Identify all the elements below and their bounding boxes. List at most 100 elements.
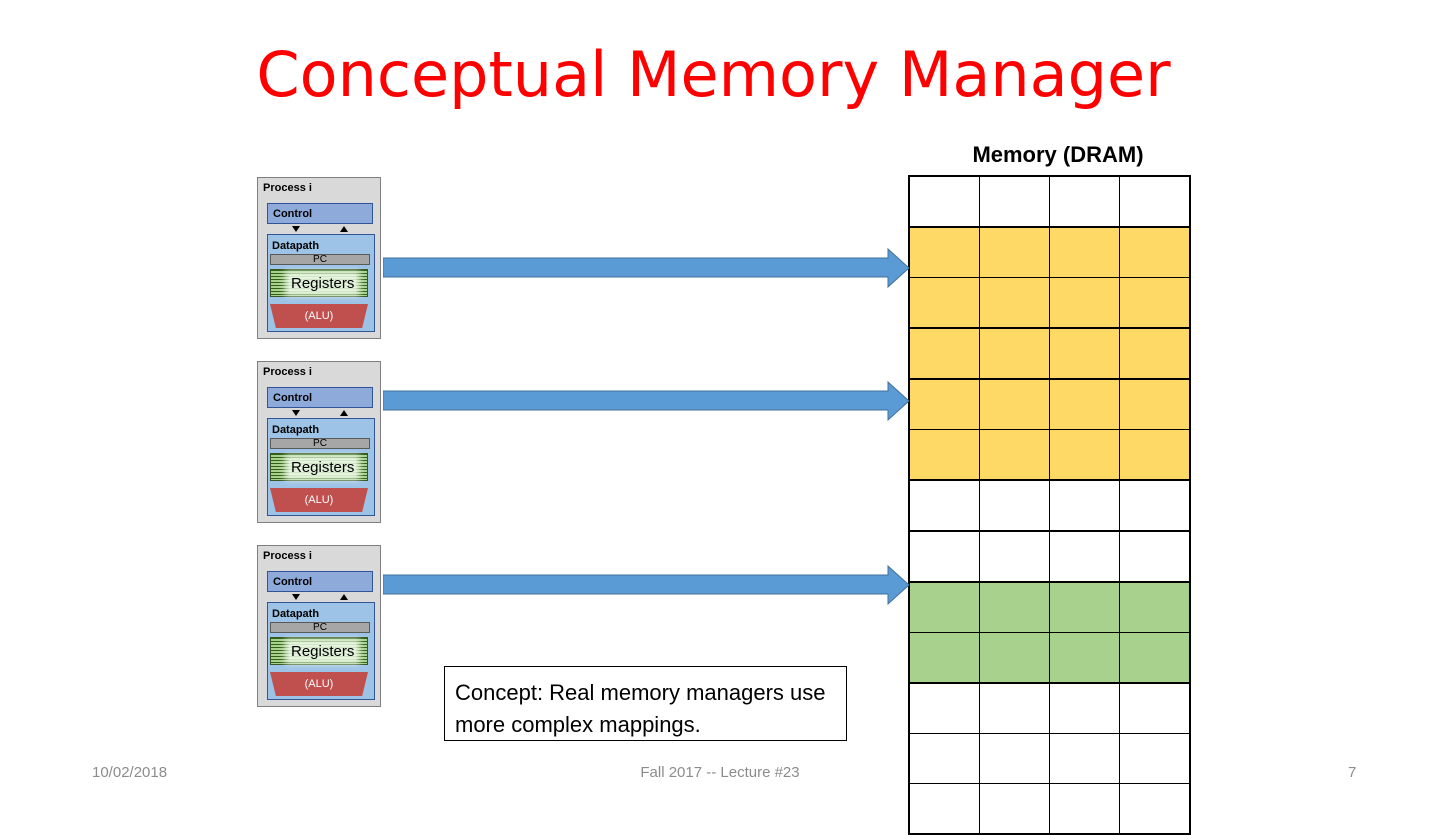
memory-cell-free <box>979 783 1050 835</box>
registers-block: Registers <box>270 637 368 665</box>
memory-cell-free <box>1049 682 1120 734</box>
memory-cell-yellow <box>908 429 980 481</box>
memory-cell-yellow <box>1049 277 1120 329</box>
memory-cell-yellow <box>979 378 1050 430</box>
memory-cell-free <box>908 479 980 532</box>
memory-row <box>908 682 1191 734</box>
mapping-arrow-icon <box>383 248 910 289</box>
process-box: Process i Control Datapath PC Registers … <box>257 545 381 707</box>
footer-course: Fall 2017 -- Lecture #23 <box>640 764 800 781</box>
memory-row <box>908 479 1191 532</box>
memory-cell-free <box>1049 530 1120 583</box>
memory-cell-yellow <box>979 429 1050 481</box>
memory-row <box>908 226 1191 278</box>
memory-row <box>908 378 1191 430</box>
footer-page-number: 7 <box>1348 764 1357 781</box>
memory-cell-yellow <box>1119 378 1191 430</box>
memory-row <box>908 783 1191 835</box>
memory-cell-green <box>908 632 980 684</box>
memory-row <box>908 429 1191 481</box>
memory-cell-free <box>1119 479 1191 532</box>
datapath-label: Datapath <box>272 608 320 620</box>
memory-cell-free <box>1119 733 1191 784</box>
alu-block: (ALU) <box>270 488 368 512</box>
mapping-arrow-icon <box>383 565 910 606</box>
footer-date: 10/02/2018 <box>92 764 168 781</box>
memory-cell-free <box>908 175 980 228</box>
datapath-block: Datapath PC Registers (ALU) <box>267 234 375 332</box>
memory-cell-free <box>1049 783 1120 835</box>
memory-cell-green <box>1119 632 1191 684</box>
memory-cell-green <box>979 581 1050 633</box>
process-box: Process i Control Datapath PC Registers … <box>257 177 381 339</box>
datapath-block: Datapath PC Registers (ALU) <box>267 602 375 700</box>
datapath-block: Datapath PC Registers (ALU) <box>267 418 375 516</box>
memory-cell-yellow <box>1119 226 1191 278</box>
memory-cell-free <box>1049 175 1120 228</box>
memory-cell-yellow <box>979 327 1050 380</box>
memory-row <box>908 632 1191 684</box>
memory-cell-yellow <box>908 327 980 380</box>
memory-cell-yellow <box>1049 226 1120 278</box>
memory-cell-free <box>908 530 980 583</box>
memory-cell-free <box>979 530 1050 583</box>
memory-row <box>908 581 1191 633</box>
memory-title: Memory (DRAM) <box>972 142 1144 167</box>
memory-grid <box>908 175 1191 835</box>
memory-cell-yellow <box>1049 429 1120 481</box>
datapath-label: Datapath <box>272 240 320 252</box>
pc-register: PC <box>270 254 370 265</box>
memory-cell-free <box>1119 530 1191 583</box>
memory-cell-yellow <box>908 378 980 430</box>
memory-cell-free <box>1049 733 1120 784</box>
registers-block: Registers <box>270 269 368 297</box>
arrow-down-icon <box>292 226 300 232</box>
memory-cell-green <box>1049 581 1120 633</box>
pc-register: PC <box>270 438 370 449</box>
memory-cell-green <box>979 632 1050 684</box>
memory-cell-free <box>979 682 1050 734</box>
arrow-up-icon <box>340 226 348 232</box>
memory-row <box>908 733 1191 784</box>
arrow-down-icon <box>292 410 300 416</box>
memory-cell-yellow <box>1119 277 1191 329</box>
memory-cell-free <box>979 479 1050 532</box>
memory-cell-free <box>979 175 1050 228</box>
memory-row <box>908 277 1191 329</box>
memory-cell-yellow <box>1119 429 1191 481</box>
memory-cell-free <box>979 733 1050 784</box>
process-box: Process i Control Datapath PC Registers … <box>257 361 381 523</box>
process-title: Process i <box>263 366 312 378</box>
slide-title: Conceptual Memory Manager <box>256 38 1171 111</box>
alu-block: (ALU) <box>270 672 368 696</box>
memory-cell-green <box>908 581 980 633</box>
memory-cell-yellow <box>1119 327 1191 380</box>
registers-block: Registers <box>270 453 368 481</box>
memory-cell-yellow <box>979 277 1050 329</box>
memory-cell-free <box>1119 783 1191 835</box>
memory-cell-free <box>1119 682 1191 734</box>
memory-row <box>908 530 1191 583</box>
mapping-arrow-icon <box>383 381 910 422</box>
concept-note: Concept: Real memory managers use more c… <box>444 666 847 741</box>
registers-label: Registers <box>289 459 357 476</box>
memory-cell-free <box>1119 175 1191 228</box>
pc-register: PC <box>270 622 370 633</box>
arrow-down-icon <box>292 594 300 600</box>
registers-label: Registers <box>289 275 357 292</box>
memory-row <box>908 327 1191 380</box>
datapath-label: Datapath <box>272 424 320 436</box>
memory-cell-yellow <box>908 226 980 278</box>
control-block: Control <box>267 387 373 408</box>
process-title: Process i <box>263 182 312 194</box>
memory-cell-yellow <box>1049 327 1120 380</box>
control-block: Control <box>267 571 373 592</box>
memory-cell-free <box>908 682 980 734</box>
memory-cell-yellow <box>908 277 980 329</box>
memory-cell-free <box>908 783 980 835</box>
memory-cell-green <box>1119 581 1191 633</box>
memory-cell-yellow <box>979 226 1050 278</box>
arrow-up-icon <box>340 594 348 600</box>
memory-cell-yellow <box>1049 378 1120 430</box>
memory-cell-free <box>908 733 980 784</box>
